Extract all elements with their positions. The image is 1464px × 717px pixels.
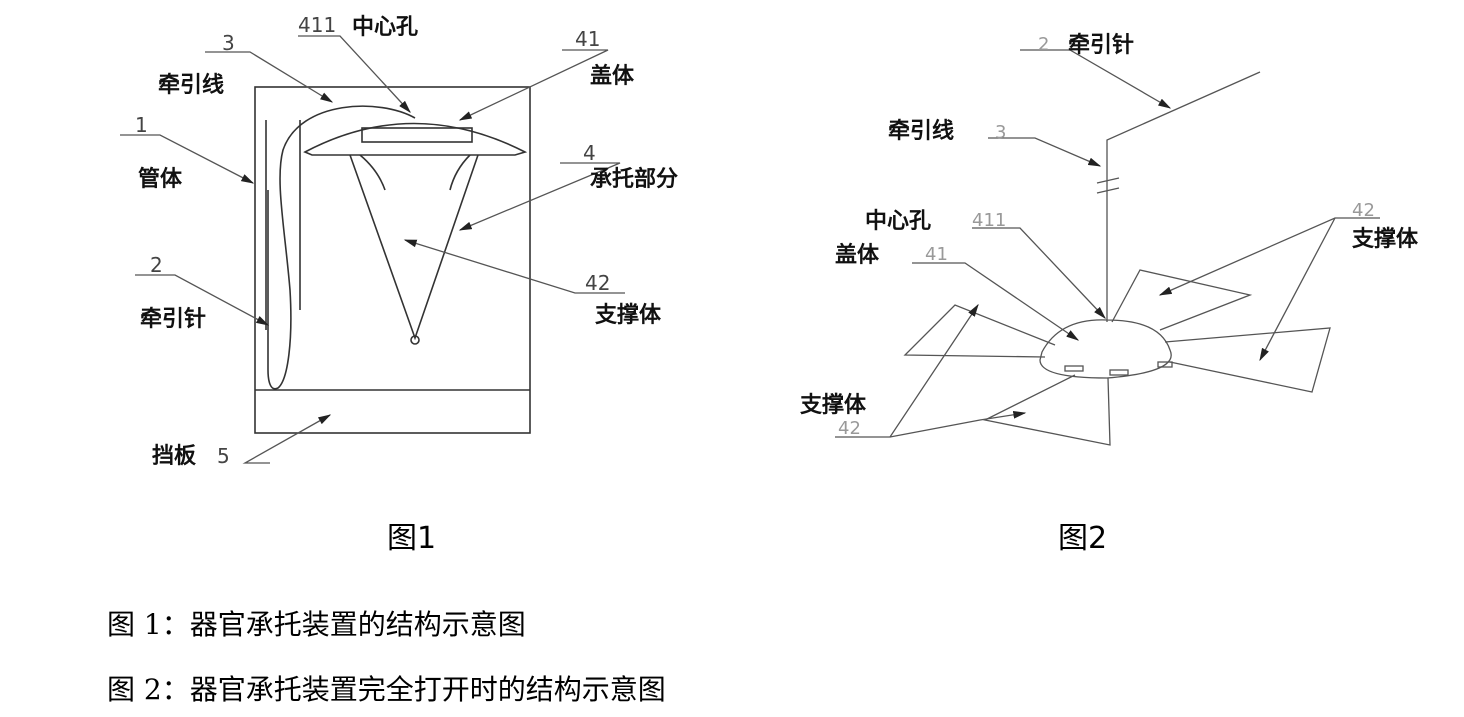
figure-1-caption: 图1: [387, 521, 436, 556]
fig2-label-support-body-right: 支撑体: [1352, 227, 1419, 252]
label-num-1: 1: [135, 113, 148, 137]
fig2-label-num-41: 41: [925, 244, 948, 265]
fig2-label-needle: 牵引针: [1068, 32, 1134, 58]
fig2-label-num-411: 411: [972, 210, 1006, 231]
figure-2-drawing: 2 牵引针 牵引线 3 中心孔 411 盖体 41 42 支撑体 支撑体 42 …: [800, 32, 1419, 556]
label-num-411: 411: [298, 13, 336, 37]
blade-upper-right: [1111, 269, 1253, 331]
label-num-3: 3: [222, 31, 235, 55]
fig2-label-center-hole: 中心孔: [865, 209, 931, 234]
traction-needle: [1106, 71, 1261, 322]
blade-bottom: [983, 374, 1111, 446]
label-num-42: 42: [585, 271, 610, 295]
label-tube: 管体: [138, 166, 183, 192]
label-num-41: 41: [575, 27, 600, 51]
fig2-label-support-body-left: 支撑体: [800, 393, 867, 418]
label-cap: 盖体: [590, 63, 635, 89]
label-support-part: 承托部分: [590, 166, 678, 192]
fig2-label-num-42-right: 42: [1352, 200, 1375, 221]
figure-2-caption: 图2: [1058, 521, 1107, 556]
label-thread: 牵引线: [158, 72, 224, 98]
blade-left: [903, 304, 1056, 358]
label-num-5: 5: [217, 444, 230, 468]
figure-2-description: 图 2：器官承托装置完全打开时的结构示意图: [107, 673, 666, 706]
cap-body-open: [1039, 319, 1172, 379]
traction-thread: [267, 105, 416, 390]
fig2-label-cap: 盖体: [835, 242, 880, 268]
blade-right: [1164, 327, 1331, 393]
label-num-4: 4: [583, 141, 596, 165]
support-cone: [349, 154, 479, 341]
label-support-body: 支撑体: [595, 303, 662, 328]
fig2-label-num-2: 2: [1038, 34, 1049, 55]
fig2-label-num-42-left: 42: [838, 418, 861, 439]
tube-body: [254, 86, 531, 434]
figure-1-description: 图 1：器官承托装置的结构示意图: [107, 608, 526, 641]
cap-body: [303, 122, 528, 156]
fig2-label-num-3: 3: [995, 122, 1006, 143]
figure-1-drawing: 411 中心孔 3 牵引线 41 盖体 1 管体 4 承托部分 2 牵引针 42…: [120, 13, 678, 556]
label-num-2: 2: [150, 253, 163, 277]
label-needle: 牵引针: [140, 306, 206, 332]
cap-inner-rect: [361, 127, 473, 143]
cone-tip-hole: [410, 335, 420, 345]
label-center-hole: 中心孔: [352, 15, 418, 40]
label-baffle: 挡板: [152, 444, 197, 469]
fig2-label-thread: 牵引线: [888, 118, 954, 144]
